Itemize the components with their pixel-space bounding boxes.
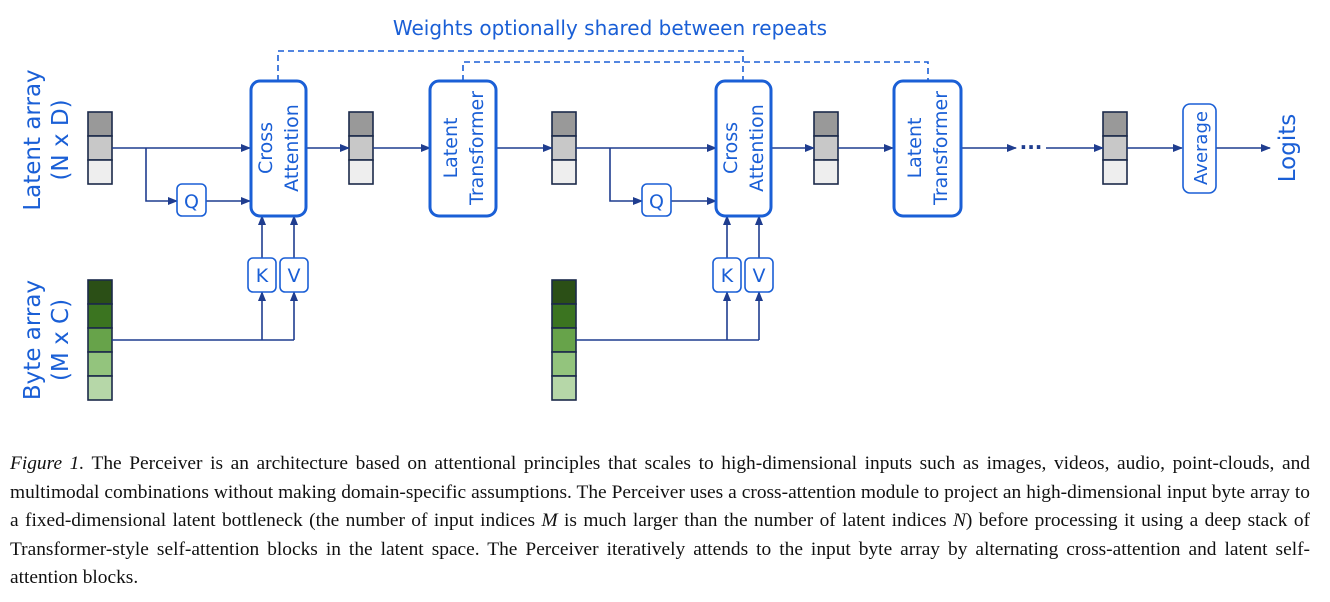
byte-array-2-cell [551, 303, 577, 329]
svg-text:Cross: Cross [720, 122, 742, 174]
svg-text:Q: Q [649, 191, 664, 213]
svg-text:Average: Average [1191, 111, 1212, 185]
svg-text:Attention: Attention [281, 104, 303, 192]
latent-array-1-cell [87, 111, 113, 137]
svg-text:Latent: Latent [440, 118, 462, 179]
latent-array-1-cell [87, 159, 113, 185]
caption-var-m: M [541, 510, 558, 532]
svg-text:Latent: Latent [904, 118, 926, 179]
latent-array-2-cell [348, 159, 374, 185]
byte-array-1-cell [87, 279, 113, 305]
svg-text:Q: Q [184, 191, 199, 213]
byte-arrays [87, 279, 577, 401]
byte-array-2-cell [551, 351, 577, 377]
k-projection-1: K [247, 257, 277, 293]
logits-label: Logits [1275, 114, 1301, 182]
latent-array-4-cell [813, 111, 839, 137]
byte-array-2-cell [551, 375, 577, 401]
latent-array-5-cell [1102, 159, 1128, 185]
latent-array-2 [348, 111, 374, 185]
byte-array-1-cell [87, 303, 113, 329]
svg-text:(M x C): (M x C) [48, 299, 74, 381]
svg-text:Cross: Cross [255, 122, 277, 174]
cross-attention-share-link [277, 50, 744, 81]
figure-label: Figure 1. [10, 453, 85, 474]
latent-array-3-cell [551, 111, 577, 137]
connectors [112, 144, 1271, 341]
latent-array-5-cell [1102, 135, 1128, 161]
q-projection-1: Q [176, 183, 207, 217]
svg-text:Transformer: Transformer [466, 91, 488, 206]
latent-array-4 [813, 111, 839, 185]
caption-text-3: ) before processing it using a deep stac… [10, 510, 1311, 589]
caption-text-1: The Perceiver is an architecture based o… [10, 453, 1310, 532]
perceiver-diagram: Weights optionally shared between repeat… [20, 16, 1301, 401]
latent-transformer-block-1: Latent Transformer [428, 79, 498, 218]
svg-text:K: K [256, 265, 269, 287]
byte-array-2 [551, 279, 577, 401]
svg-text:Attention: Attention [746, 104, 768, 192]
latent-array-3-cell [551, 135, 577, 161]
svg-text:V: V [753, 265, 766, 287]
latent-array-1-cell [87, 135, 113, 161]
q-projection-2: Q [641, 183, 672, 217]
figure-caption: Figure 1. The Perceiver is an architectu… [10, 450, 1310, 593]
latent-array-4-cell [813, 135, 839, 161]
transformer-share-link [462, 61, 929, 81]
byte-array-1-cell [87, 375, 113, 401]
latent-array-3-cell [551, 159, 577, 185]
k-projection-2: K [712, 257, 742, 293]
svg-text:V: V [288, 265, 301, 287]
svg-text:Byte array: Byte array [20, 280, 46, 400]
byte-array-1-cell [87, 327, 113, 353]
byte-array-label: Byte array (M x C) [20, 280, 74, 400]
latent-array-5 [1102, 111, 1128, 185]
arrow-latent-to-q-1 [145, 148, 178, 205]
byte-array-2-cell [551, 327, 577, 353]
caption-var-n: N [952, 510, 966, 532]
latent-arrays [87, 111, 1128, 185]
latent-array-3 [551, 111, 577, 185]
latent-array-1 [87, 111, 113, 185]
cross-attention-block-1: Cross Attention [249, 79, 308, 218]
svg-text:(N x D): (N x D) [48, 99, 74, 180]
byte-array-1 [87, 279, 113, 401]
ellipsis: ··· [1020, 135, 1043, 159]
svg-text:Logits: Logits [1275, 114, 1301, 182]
latent-transformer-block-2: Latent Transformer [892, 79, 963, 218]
weights-shared-annotation: Weights optionally shared between repeat… [393, 16, 827, 40]
svg-text:Transformer: Transformer [930, 91, 952, 206]
byte-array-2-cell [551, 279, 577, 305]
v-projection-1: V [279, 257, 309, 293]
arrow-latent-to-q-2 [609, 148, 643, 205]
latent-array-5-cell [1102, 111, 1128, 137]
latent-array-label: Latent array (N x D) [20, 69, 74, 210]
latent-array-2-cell [348, 135, 374, 161]
weight-sharing-links [277, 50, 929, 81]
average-block: Average [1182, 103, 1217, 194]
latent-array-2-cell [348, 111, 374, 137]
caption-text-2: is much larger than the number of latent… [557, 510, 953, 532]
latent-array-4-cell [813, 159, 839, 185]
cross-attention-block-2: Cross Attention [714, 79, 773, 218]
byte-array-1-cell [87, 351, 113, 377]
v-projection-2: V [744, 257, 774, 293]
svg-text:Latent array: Latent array [20, 69, 46, 210]
svg-text:K: K [721, 265, 734, 287]
